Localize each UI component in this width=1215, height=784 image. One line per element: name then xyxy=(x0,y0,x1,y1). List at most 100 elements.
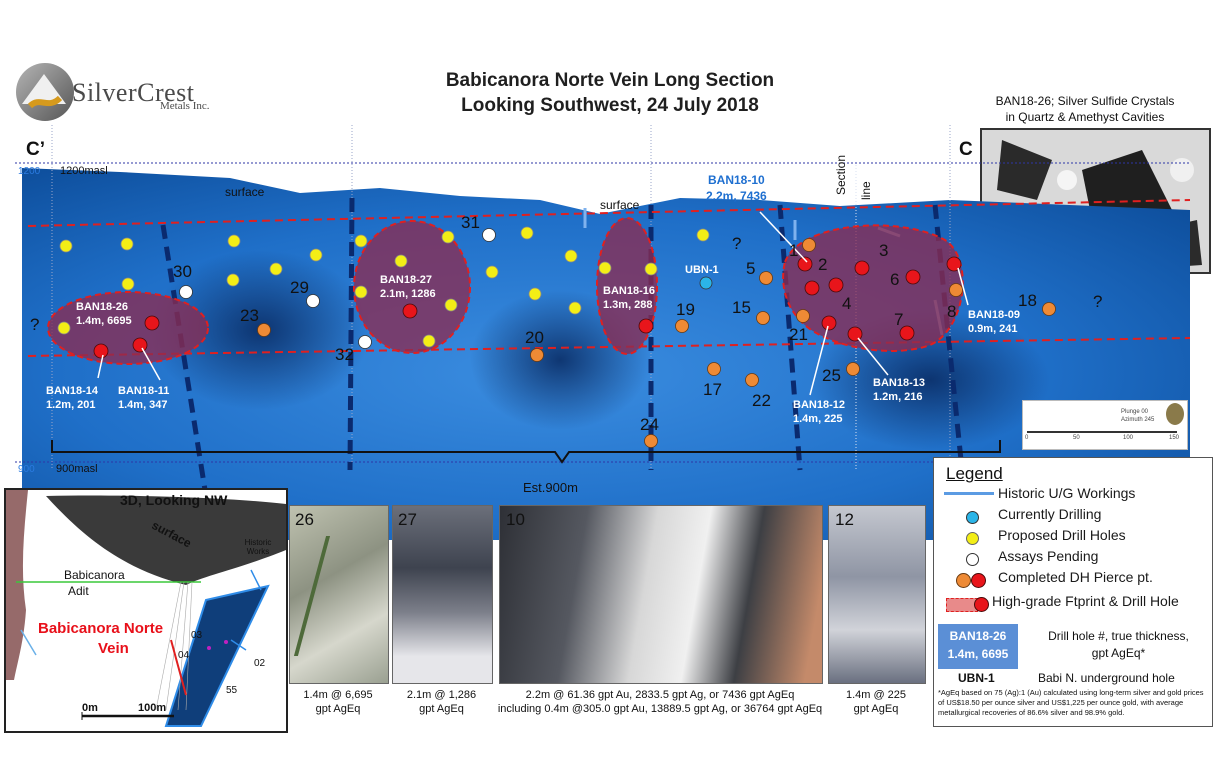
section-line-label-1: Section xyxy=(834,154,848,195)
strike-bracket xyxy=(51,440,1001,464)
compass-icon xyxy=(1166,403,1184,425)
label-ban18-09: BAN18-09 0.9m, 241 xyxy=(968,308,1020,336)
scale-bar xyxy=(1027,431,1177,433)
vein-top-boundary xyxy=(27,199,1191,227)
completed-holes xyxy=(257,238,1056,448)
hole-number: 31 xyxy=(461,213,480,232)
inset-num-02: 02 xyxy=(254,658,266,669)
footprint-ban18-27 xyxy=(353,220,471,354)
current-drilling-ubn1 xyxy=(699,276,713,290)
legend-item-pending: Assays Pending xyxy=(998,548,1099,564)
label-id: BAN18-11 xyxy=(118,385,170,397)
caption-line: gpt AgEq xyxy=(419,703,464,715)
hole-number: 7 xyxy=(894,310,904,329)
label-ban18-27: BAN18-27 2.1m, 1286 xyxy=(380,273,436,301)
footprint-ban18-26 xyxy=(47,291,209,365)
legend-box-desc-1: Drill hole #, true thickness, xyxy=(1048,629,1189,643)
legend-swatch-highgrade xyxy=(974,597,989,612)
scale-box: Plunge 00 Azimuth 245 0 50 100 150 xyxy=(1022,400,1188,450)
legend-item-highgrade: High-grade Ftprint & Drill Hole xyxy=(992,593,1179,609)
legend-swatch-historic xyxy=(944,492,994,495)
legend-item-proposed: Proposed Drill Holes xyxy=(998,527,1126,543)
strike-length-label: Est.900m xyxy=(523,480,578,495)
caption-line: gpt AgEq xyxy=(315,703,361,715)
legend-item-current: Currently Drilling xyxy=(998,506,1102,522)
label-val: 1.4m, 347 xyxy=(118,399,168,411)
section-left-label: C’ xyxy=(26,139,45,160)
legend-swatch-completed xyxy=(956,573,971,588)
legend-swatch-completed-red xyxy=(971,573,986,588)
legend-swatch-pending xyxy=(966,553,979,566)
label-val: 1.4m, 225 xyxy=(793,413,843,425)
caption-line: 1.4m @ 6,695 xyxy=(303,689,373,701)
hole-number: 1 xyxy=(789,241,799,260)
hole-number: 23 xyxy=(240,306,259,325)
hole-number: 32 xyxy=(335,345,354,364)
fault-1 xyxy=(160,224,208,491)
core-number: 12 xyxy=(835,510,854,529)
label-ban18-10: BAN18-10 2.2m, 7436 xyxy=(706,172,767,204)
core-number: 10 xyxy=(506,510,525,529)
hole-number: 24 xyxy=(640,415,659,434)
legend-footnote: *AgEq based on 75 (Ag):1 (Au) calculated… xyxy=(938,688,1204,717)
logo-sub: Metals Inc. xyxy=(160,100,210,112)
fault-2 xyxy=(347,197,355,471)
question-mark: ? xyxy=(732,234,742,253)
label-val: 0.9m, 241 xyxy=(968,323,1018,335)
legend-box-val: 1.4m, 6695 xyxy=(947,647,1009,661)
label-id: BAN18-13 xyxy=(873,377,925,389)
inset-vein-label-1: Babicanora Norte xyxy=(38,620,164,637)
label-ban18-16: BAN18-16 1.3m, 288 xyxy=(603,284,655,312)
scale-tick: 100 xyxy=(1123,435,1134,441)
legend-swatch-current xyxy=(966,511,979,524)
hole-number: 15 xyxy=(732,298,751,317)
caption-line: including 0.4m @305.0 gpt Au, 13889.5 gp… xyxy=(497,703,823,715)
label-ban18-14: BAN18-14 1.2m, 201 xyxy=(46,384,98,412)
hole-number: 3 xyxy=(879,241,889,260)
core-photo-26: 26 xyxy=(289,505,391,684)
inset-scale-0: 0m xyxy=(82,702,98,714)
label-val: 1.2m, 216 xyxy=(873,391,923,403)
label-ubn1: UBN-1 xyxy=(685,264,719,276)
legend-example-box: BAN18-26 1.4m, 6695 xyxy=(938,624,1018,669)
long-section xyxy=(15,125,1191,540)
hole-number: 29 xyxy=(290,278,309,297)
section-right-label: C xyxy=(959,139,973,160)
question-mark: ? xyxy=(30,315,40,334)
label-ban18-11: BAN18-11 1.4m, 347 xyxy=(118,384,169,412)
label-val: 1.2m, 201 xyxy=(46,399,96,411)
hole-number: 18 xyxy=(1018,291,1037,310)
inset-scale-100: 100m xyxy=(138,702,167,714)
label-val: 1.3m, 288 xyxy=(603,299,653,311)
legend-ubn-id: UBN-1 xyxy=(958,671,995,685)
legend-item-historic: Historic U/G Workings xyxy=(998,485,1136,501)
hole-number: 6 xyxy=(890,270,900,289)
scale-tick: 0 xyxy=(1025,435,1029,441)
elev-1200-num: 1200 xyxy=(18,166,41,177)
legend-box-desc-2: gpt AgEq* xyxy=(1091,646,1146,660)
elev-1200-label: 1200masl xyxy=(60,165,108,177)
label-ban18-26: BAN18-26 1.4m, 6695 xyxy=(76,300,132,328)
section-line-label-2: line xyxy=(859,181,873,200)
hole-number: 19 xyxy=(676,300,695,319)
core-number: 26 xyxy=(295,510,314,529)
label-val: 2.1m, 1286 xyxy=(380,288,436,300)
inset-historic-label: Historic Works xyxy=(244,538,272,556)
caption-line: gpt AgEq xyxy=(853,703,899,715)
photo-caption-line-1: BAN18-26; Silver Sulfide Crystals xyxy=(995,94,1175,108)
vein-bottom-boundary xyxy=(27,337,1191,357)
plunge-label: Plunge 00 xyxy=(1121,409,1149,415)
core-photo-27: 27 xyxy=(392,505,493,684)
legend-box-id: BAN18-26 xyxy=(949,629,1007,643)
label-id: BAN18-16 xyxy=(603,285,655,297)
core-caption-10: 2.2m @ 61.36 gpt Au, 2833.5 gpt Ag, or 7… xyxy=(460,688,860,716)
legend-swatch-proposed xyxy=(966,532,979,545)
hole-number: 2 xyxy=(818,255,828,274)
surface-label-left: surface xyxy=(225,185,265,199)
core-photo-10: 10 xyxy=(499,505,823,684)
label-val: 1.4m, 6695 xyxy=(76,315,132,327)
hole-number: 8 xyxy=(947,302,957,321)
label-id: BAN18-09 xyxy=(968,309,1020,321)
label-id: BAN18-27 xyxy=(380,274,432,286)
azimuth-label: Azimuth 245 xyxy=(1121,417,1155,423)
